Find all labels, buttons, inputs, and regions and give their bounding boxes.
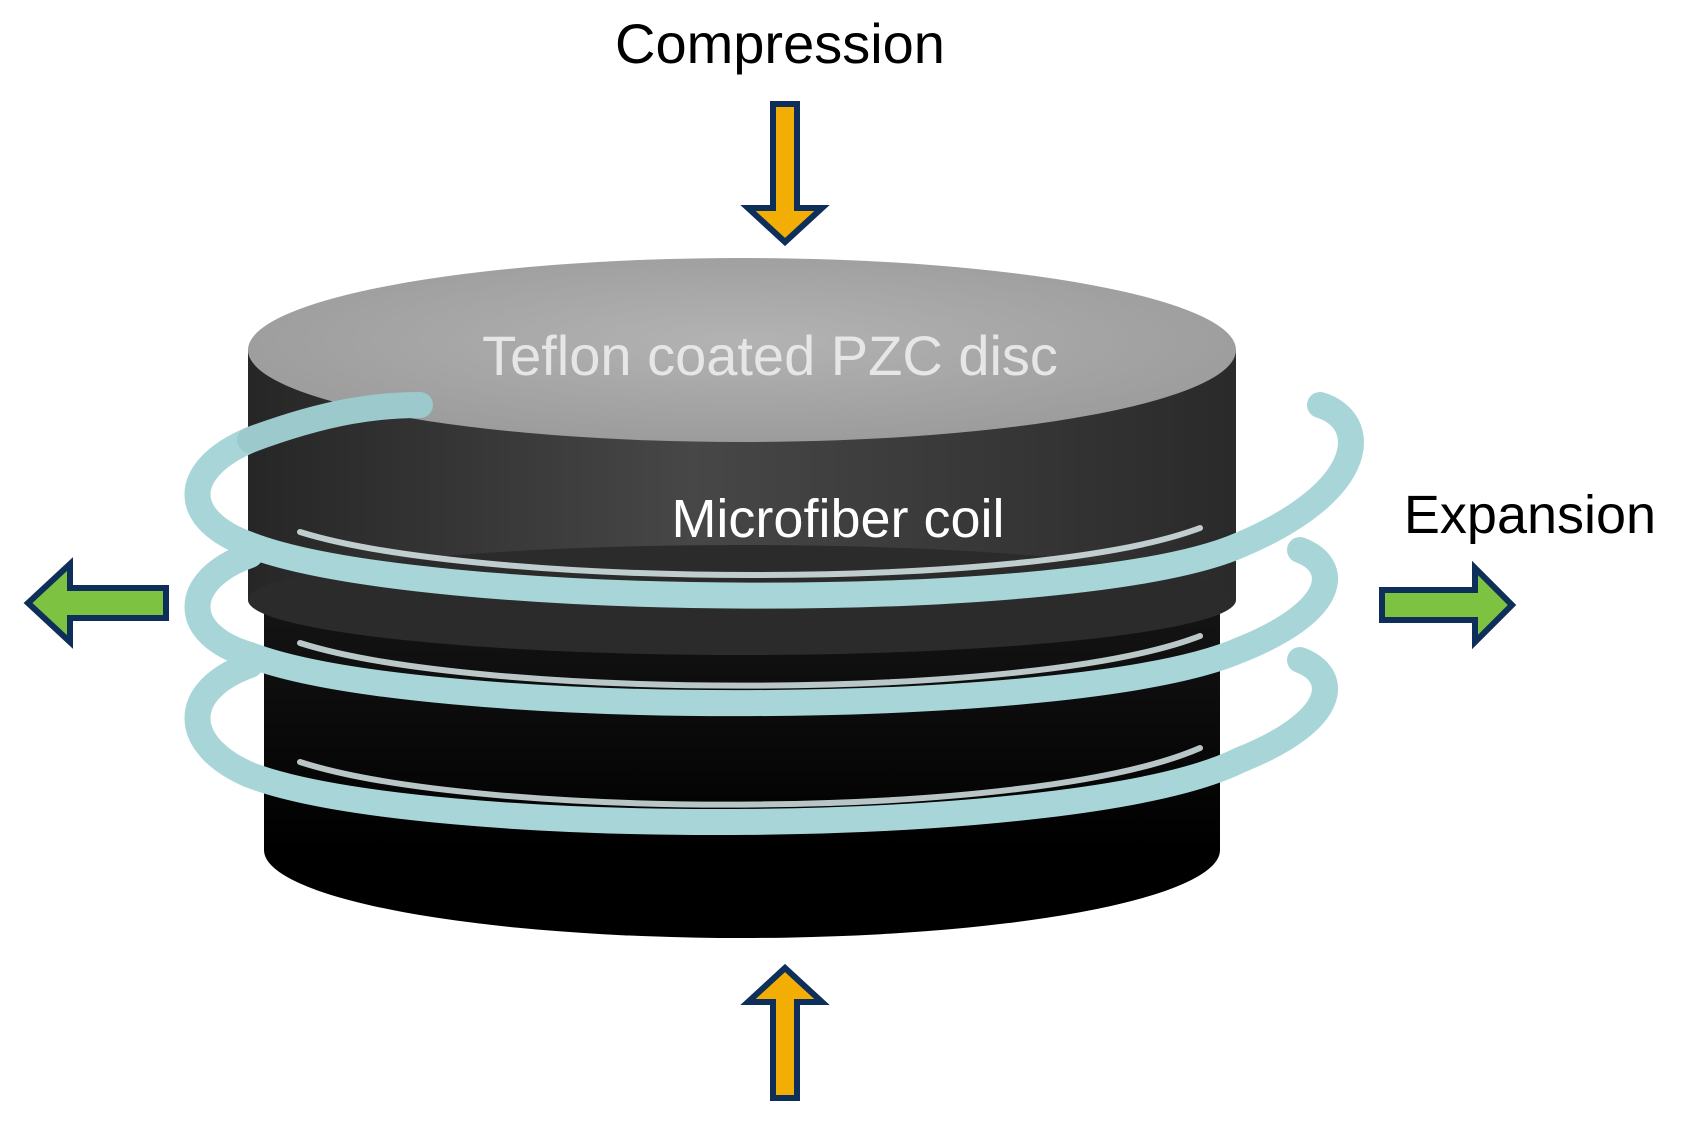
expansion-arrow-left xyxy=(23,557,169,649)
disc-label: Teflon coated PZC disc xyxy=(482,324,1058,387)
coil-highlight-3 xyxy=(297,745,1203,808)
expansion-arrow-right xyxy=(1379,560,1517,650)
compression-arrow-top xyxy=(740,101,830,247)
coil-loop-1 xyxy=(184,392,1364,609)
coil-highlight-1 xyxy=(297,525,1203,578)
disc-top-face xyxy=(248,258,1236,442)
compression-arrow-bottom xyxy=(740,963,830,1101)
coil-loop-3 xyxy=(184,647,1338,836)
coil-label: Microfiber coil xyxy=(671,489,1004,549)
coil-loop-2 xyxy=(184,537,1338,717)
microfiber-coil xyxy=(184,392,1364,836)
expansion-label: Expansion xyxy=(1404,485,1656,545)
coil-highlights xyxy=(297,525,1203,808)
compression-label: Compression xyxy=(615,12,945,75)
coil-highlight-2 xyxy=(297,633,1203,689)
coil-back-segment xyxy=(237,392,433,453)
